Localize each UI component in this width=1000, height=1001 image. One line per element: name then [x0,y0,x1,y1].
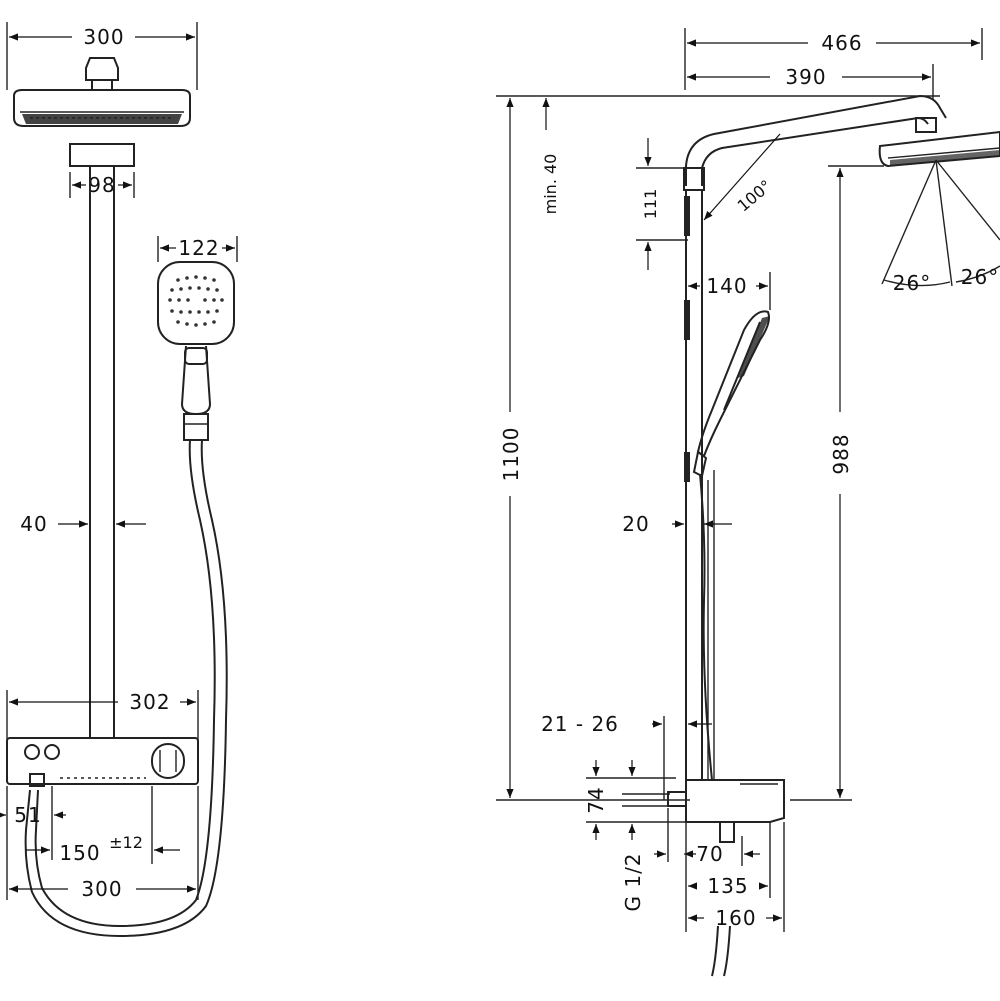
dim-label-inlet-depth: 70 [696,842,723,866]
arm-connector: 98 [69,143,135,198]
side-view: 466 390 1100 min. 40 111 [496,28,1000,977]
dim-head-width: 300 [6,22,198,90]
overhead-shower [13,57,191,127]
front-view: 300 98 40 [0,22,238,938]
dim-label-depth-135: 135 [707,874,748,898]
dim-label-rail-diameter: 20 [622,512,649,536]
dim-inlet-depth: 70 [684,836,760,866]
dim-thermostat-height: 74 [584,760,686,840]
control-button-left [24,744,40,760]
dim-label-head-width: 300 [83,25,124,49]
shower-hose [24,439,228,938]
thermostat-unit [6,737,199,787]
dim-depth-135: 135 [685,822,771,932]
dim-swivel-length: 111 [636,138,688,270]
shower-pipe [89,166,115,738]
dim-label-thread: G 1/2 [621,852,645,911]
dim-label-hand-shower-depth: 140 [706,274,747,298]
hand-shower [157,261,235,441]
dim-thread: G 1/2 [621,808,669,912]
dim-label-depth-160: 160 [715,906,756,930]
dim-label-wall-gap: 21 - 26 [541,712,619,736]
dim-outlet-offset: 51 [0,786,66,860]
dim-label-outlet-offset: 51 [14,803,41,827]
dim-thermostat-width: 302 [6,690,199,740]
dim-label-arm-projection: 390 [785,65,826,89]
dim-rail-diameter: 20 [622,512,732,536]
shower-arm [683,94,947,191]
dim-label-head-height: 988 [829,433,853,474]
dim-label-inlet-spacing: 150 [59,841,100,865]
dim-label-inlet-tolerance: ±12 [109,833,143,852]
thermostat-side [667,779,785,977]
control-button-right [44,744,60,760]
temperature-knob [151,743,185,779]
dim-hand-shower-width: 122 [157,236,238,262]
dim-label-base-width: 300 [81,877,122,901]
dim-label-spray-angle-right: 26° [961,265,999,289]
dim-label-total-projection: 466 [821,31,862,55]
dim-total-height: 1100 [496,98,690,801]
dim-base-width: 300 [6,786,199,901]
dim-label-thermostat-width: 302 [129,690,170,714]
dim-inlet-spacing: 150 ±12 [26,786,180,865]
dim-label-thermostat-height: 74 [584,786,608,813]
dim-hand-shower-depth: 140 [688,272,771,310]
dim-arm-projection: 390 [687,64,934,100]
shower-rail [684,190,715,780]
dim-label-pipe-diameter: 40 [20,512,47,536]
dim-label-hand-shower-width: 122 [178,236,219,260]
dim-total-projection: 466 [684,28,983,90]
dim-head-height: 988 [790,165,884,801]
dim-label-swivel-length: 111 [641,189,660,220]
dim-pipe-diameter: 40 [20,512,146,536]
dim-depth-160: 160 [688,822,785,932]
dim-arm-angle: 100° [703,133,781,221]
dim-wall-gap: 21 - 26 [541,712,712,800]
dim-label-min-ceiling-gap: min. 40 [541,154,560,215]
overhead-shower-side [878,130,1000,287]
dim-label-arm-width: 98 [88,173,115,197]
dim-label-arm-angle: 100° [734,176,776,215]
dim-label-spray-angle-left: 26° [893,271,931,295]
dim-label-total-height: 1100 [499,427,523,482]
dim-min-ceiling-gap: min. 40 [541,98,560,214]
hand-shower-side [692,310,770,781]
